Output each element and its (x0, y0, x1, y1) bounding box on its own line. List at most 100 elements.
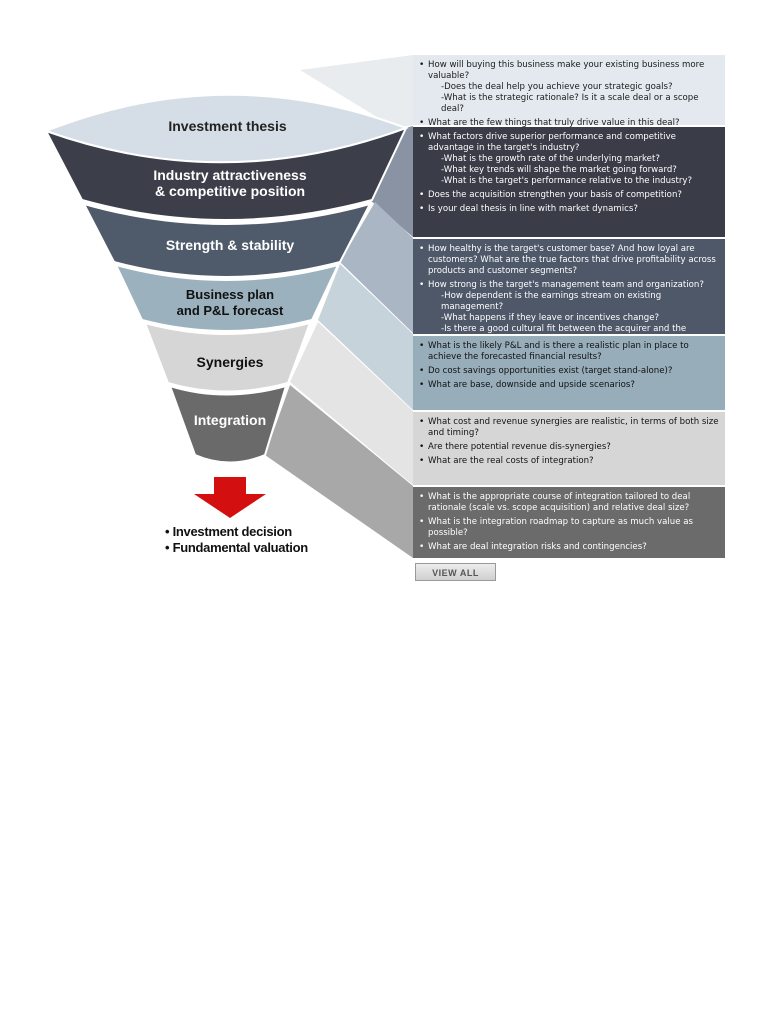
connector-wedge-integration (265, 385, 413, 558)
bullet-icon: • (419, 517, 425, 527)
question-row: •How healthy is the target's customer ba… (419, 244, 719, 277)
stage-label-industry: Industry attractiveness & competitive po… (153, 167, 307, 199)
bullet-icon: • (419, 204, 425, 214)
funnel-layer-business-plan[interactable] (114, 263, 340, 332)
question-item: •What is the integration roadmap to capt… (419, 517, 719, 539)
connector-wedge-strength (340, 202, 413, 333)
question-row: •What is the likely P&L and is there a r… (419, 341, 719, 363)
question-text: What are the few things that truly drive… (428, 118, 680, 128)
bullet-icon: • (419, 442, 425, 452)
sub-question: -What happens if they leave or incentive… (441, 313, 660, 323)
sub-question: -How dependent is the earnings stream on… (441, 291, 662, 312)
question-item: •What is the appropriate course of integ… (419, 492, 719, 514)
sub-question: -What is the strategic rationale? Is it … (441, 93, 699, 114)
bullet-icon: • (419, 244, 425, 254)
question-row: •What are base, downside and upside scen… (419, 380, 719, 391)
stage-label-investment-thesis: Investment thesis (168, 118, 287, 134)
sub-question: -What is the growth rate of the underlyi… (441, 154, 660, 164)
bullet-icon: • (419, 280, 425, 290)
question-text: What are deal integration risks and cont… (428, 542, 647, 552)
question-item: •Are there potential revenue dis-synergi… (419, 442, 719, 453)
question-item: •What cost and revenue synergies are rea… (419, 417, 719, 439)
question-text: What factors drive superior performance … (428, 132, 676, 153)
question-text: What are base, downside and upside scena… (428, 380, 635, 390)
question-item: •What are the real costs of integration? (419, 456, 719, 467)
bullet-icon: • (419, 366, 425, 376)
question-row: •What are the real costs of integration? (419, 456, 719, 467)
bullet-icon: • (419, 60, 425, 70)
sub-question-list: -What is the growth rate of the underlyi… (419, 154, 719, 187)
question-item: •Does the acquisition strengthen your ba… (419, 190, 719, 201)
question-row: •What factors drive superior performance… (419, 132, 719, 154)
bullet-icon: • (419, 492, 425, 502)
view-all-button[interactable]: VIEW ALL (415, 563, 496, 581)
stage-label-integration: Integration (193, 412, 267, 428)
connector-wedge-synergies (290, 322, 413, 485)
bullet-icon: • (419, 118, 425, 128)
question-row: •How will buying this business make your… (419, 60, 719, 82)
bullet-icon: • (419, 542, 425, 552)
down-arrow-icon (194, 477, 266, 518)
sub-question-list: -Does the deal help you achieve your str… (419, 82, 719, 115)
question-item: •What are base, downside and upside scen… (419, 380, 719, 391)
bullet-icon: • (419, 190, 425, 200)
question-panel-integration: •What is the appropriate course of integ… (413, 487, 725, 558)
bullet-icon: • (165, 524, 173, 539)
question-panel-business-plan: •What is the likely P&L and is there a r… (413, 336, 725, 410)
connector-wedge-business-plan (318, 264, 413, 410)
bullet-icon: • (165, 540, 173, 555)
sub-question: -What key trends will shape the market g… (441, 165, 677, 175)
question-row: •How strong is the target's management t… (419, 280, 719, 291)
question-text: What cost and revenue synergies are real… (428, 417, 719, 438)
question-text: Is your deal thesis in line with market … (428, 204, 638, 214)
question-item: •How will buying this business make your… (419, 60, 719, 115)
bullet-icon: • (419, 380, 425, 390)
stage-label-synergies: Synergies (196, 354, 264, 370)
bullet-icon: • (419, 132, 425, 142)
question-text: Are there potential revenue dis-synergie… (428, 442, 611, 452)
connector-wedge-investment-thesis (300, 55, 413, 128)
outcome-fundamental-valuation: • Fundamental valuation (165, 540, 308, 555)
question-row: •Are there potential revenue dis-synergi… (419, 442, 719, 453)
question-row: •What cost and revenue synergies are rea… (419, 417, 719, 439)
question-item: •What are the few things that truly driv… (419, 118, 719, 129)
question-panel-investment-thesis: •How will buying this business make your… (413, 55, 725, 128)
question-text: How will buying this business make your … (428, 60, 705, 81)
question-panel-strength: •How healthy is the target's customer ba… (413, 239, 725, 345)
question-row: •What are deal integration risks and con… (419, 542, 719, 553)
question-text: What are the real costs of integration? (428, 456, 594, 466)
question-item: •How healthy is the target's customer ba… (419, 244, 719, 277)
sub-question: -What is the target's performance relati… (441, 176, 693, 186)
question-row: •What is the appropriate course of integ… (419, 492, 719, 514)
question-panel-synergies: •What cost and revenue synergies are rea… (413, 412, 725, 485)
bullet-icon: • (419, 417, 425, 427)
question-item: •Do cost savings opportunities exist (ta… (419, 366, 719, 377)
question-row: •Does the acquisition strengthen your ba… (419, 190, 719, 201)
funnel-layer-synergies[interactable] (143, 321, 312, 393)
stage-label-strength: Strength & stability (165, 237, 295, 253)
funnel-layer-strength[interactable] (82, 202, 372, 278)
question-text: What is the integration roadmap to captu… (428, 517, 693, 538)
question-item: •What are deal integration risks and con… (419, 542, 719, 553)
question-text: How healthy is the target's customer bas… (428, 244, 716, 276)
funnel-layer-integration[interactable] (168, 384, 288, 464)
question-row: •Is your deal thesis in line with market… (419, 204, 719, 215)
question-item: •Is your deal thesis in line with market… (419, 204, 719, 215)
question-row: •What are the few things that truly driv… (419, 118, 719, 129)
question-item: •What is the likely P&L and is there a r… (419, 341, 719, 363)
question-text: Do cost savings opportunities exist (tar… (428, 366, 673, 376)
question-item: •What factors drive superior performance… (419, 132, 719, 187)
question-text: How strong is the target's management te… (428, 280, 704, 290)
sub-question: -Does the deal help you achieve your str… (441, 82, 673, 92)
question-text: What is the likely P&L and is there a re… (428, 341, 689, 362)
outcome-investment-decision: • Investment decision (165, 524, 292, 539)
funnel-diagram (43, 55, 413, 558)
funnel-layer-industry[interactable] (43, 126, 408, 221)
bullet-icon: • (419, 341, 425, 351)
question-row: •Do cost savings opportunities exist (ta… (419, 366, 719, 377)
question-panel-industry: •What factors drive superior performance… (413, 127, 725, 237)
bullet-icon: • (419, 456, 425, 466)
question-row: •What is the integration roadmap to capt… (419, 517, 719, 539)
question-text: Does the acquisition strengthen your bas… (428, 190, 682, 200)
question-text: What is the appropriate course of integr… (428, 492, 691, 513)
